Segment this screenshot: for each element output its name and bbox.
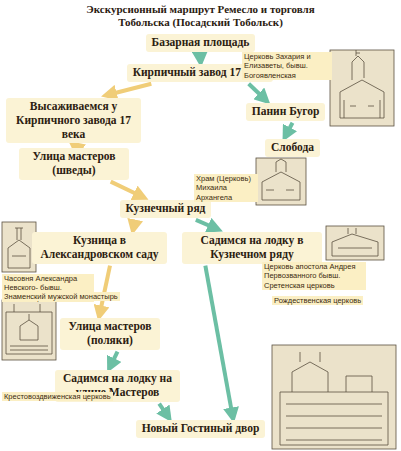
route-stop-box: Высаживаемся у Кирпичного завода 17 века (6, 98, 141, 143)
church-note: Церковь Захария и Елизаветы, бывш. Богоя… (242, 52, 332, 80)
church-note: Знаменский мужской монастырь (2, 292, 120, 301)
route-stop-box: Улица мастеров (поляки) (60, 318, 160, 350)
route-arrow (133, 220, 135, 229)
stop-name: Улица мастеров (шведы) (33, 150, 116, 176)
title-block: Экскурсионный маршрут Ремесло и торговля… (0, 3, 401, 29)
route-stop-box: Кузнечный ряд (120, 200, 211, 218)
route-stop-box: Садимся на лодку в Кузнечном ряду (182, 232, 322, 264)
route-arrow (110, 352, 118, 367)
route-stop-box: Улица мастеров (шведы) (19, 148, 129, 180)
stop-name: Слобода (271, 141, 314, 153)
diagram-title: Экскурсионный маршрут Ремесло и торговля… (86, 3, 314, 28)
route-stop-box: Слобода (265, 139, 320, 157)
stop-name: Садимся на лодку в Кузнечном ряду (201, 234, 304, 260)
route-arrow (111, 182, 143, 197)
church-note: Храм (Церковь) Михаила Архангела (194, 174, 258, 202)
stop-name: Кузница в Александровском саду (40, 234, 158, 260)
route-stop-box: Базарная площадь (146, 34, 255, 52)
stop-name: Базарная площадь (152, 36, 250, 48)
route-arrow (72, 143, 77, 147)
church-note: Церковь апостола Андрея Первозванного бы… (262, 262, 366, 290)
route-arrow (107, 84, 151, 95)
church-note: Рождественская церковь (272, 296, 363, 305)
route-arrow (286, 123, 293, 136)
stop-name: Высаживаемся у Кирпичного завода 17 века (16, 100, 131, 140)
route-arrow (159, 404, 168, 417)
route-arrow (205, 266, 232, 417)
stop-name: Кузнечный ряд (126, 202, 206, 214)
stop-name: Панин Бугор (252, 105, 320, 117)
route-stop-box: Панин Бугор (246, 103, 325, 121)
stop-name: Новый Гостиный двор (142, 422, 260, 434)
church-note: Крестовоздвиженская церковь (2, 392, 113, 401)
route-arrow (196, 220, 217, 229)
stop-name: Улица мастеров (поляки) (69, 320, 152, 346)
route-stop-box: Кузница в Александровском саду (32, 232, 167, 264)
route-arrow (100, 266, 111, 315)
route-arrow (198, 54, 203, 61)
route-stop-box: Новый Гостиный двор (136, 420, 265, 438)
route-arrow (249, 84, 266, 100)
